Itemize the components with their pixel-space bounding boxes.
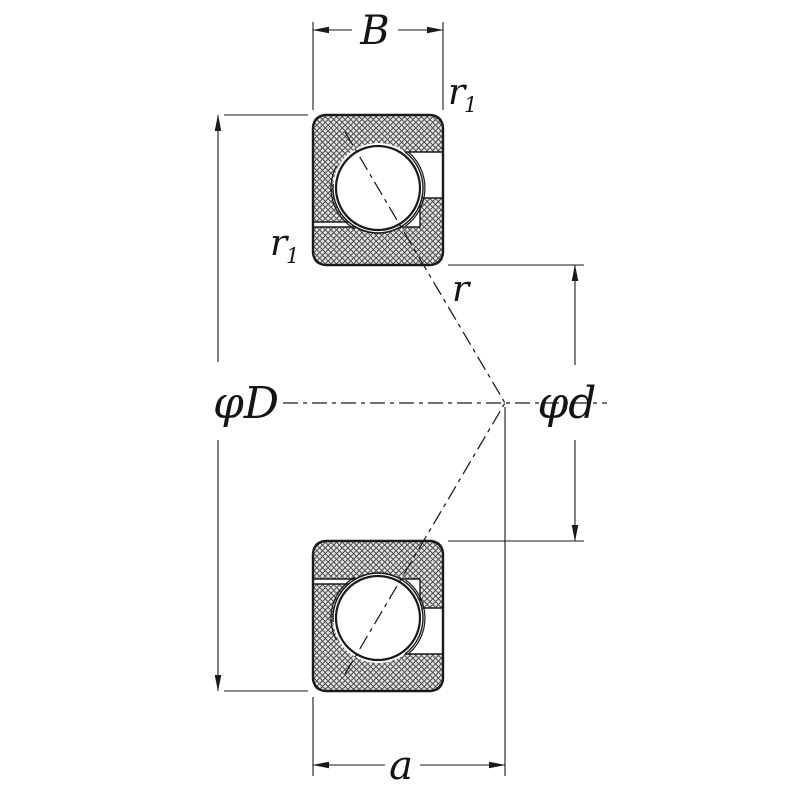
dim-label-phid: φd	[538, 378, 597, 429]
dimension-a: a	[312, 407, 506, 789]
dimension-phid: φd	[448, 264, 597, 542]
label-r1-top-sub: 1	[464, 93, 477, 117]
label-r1-top-base: r	[448, 72, 467, 113]
label-r-inner: r	[452, 269, 471, 310]
label-r1-side-sub: 1	[286, 244, 299, 268]
contact-angle-line-top	[344, 131, 506, 404]
dimension-B: B	[312, 8, 444, 110]
label-r1-side-base: r	[270, 223, 289, 264]
dim-label-phiD: φD	[213, 378, 279, 429]
dim-label-B: B	[359, 8, 389, 54]
label-r1-top: r 1	[448, 72, 477, 117]
dimension-phiD: φD	[213, 114, 308, 692]
label-r1-side: r 1	[270, 223, 299, 268]
bearing-section-bottom	[311, 539, 445, 693]
contact-angle-line-bottom	[344, 402, 506, 675]
bearing-section-top	[311, 113, 445, 267]
dim-label-a: a	[389, 743, 413, 789]
